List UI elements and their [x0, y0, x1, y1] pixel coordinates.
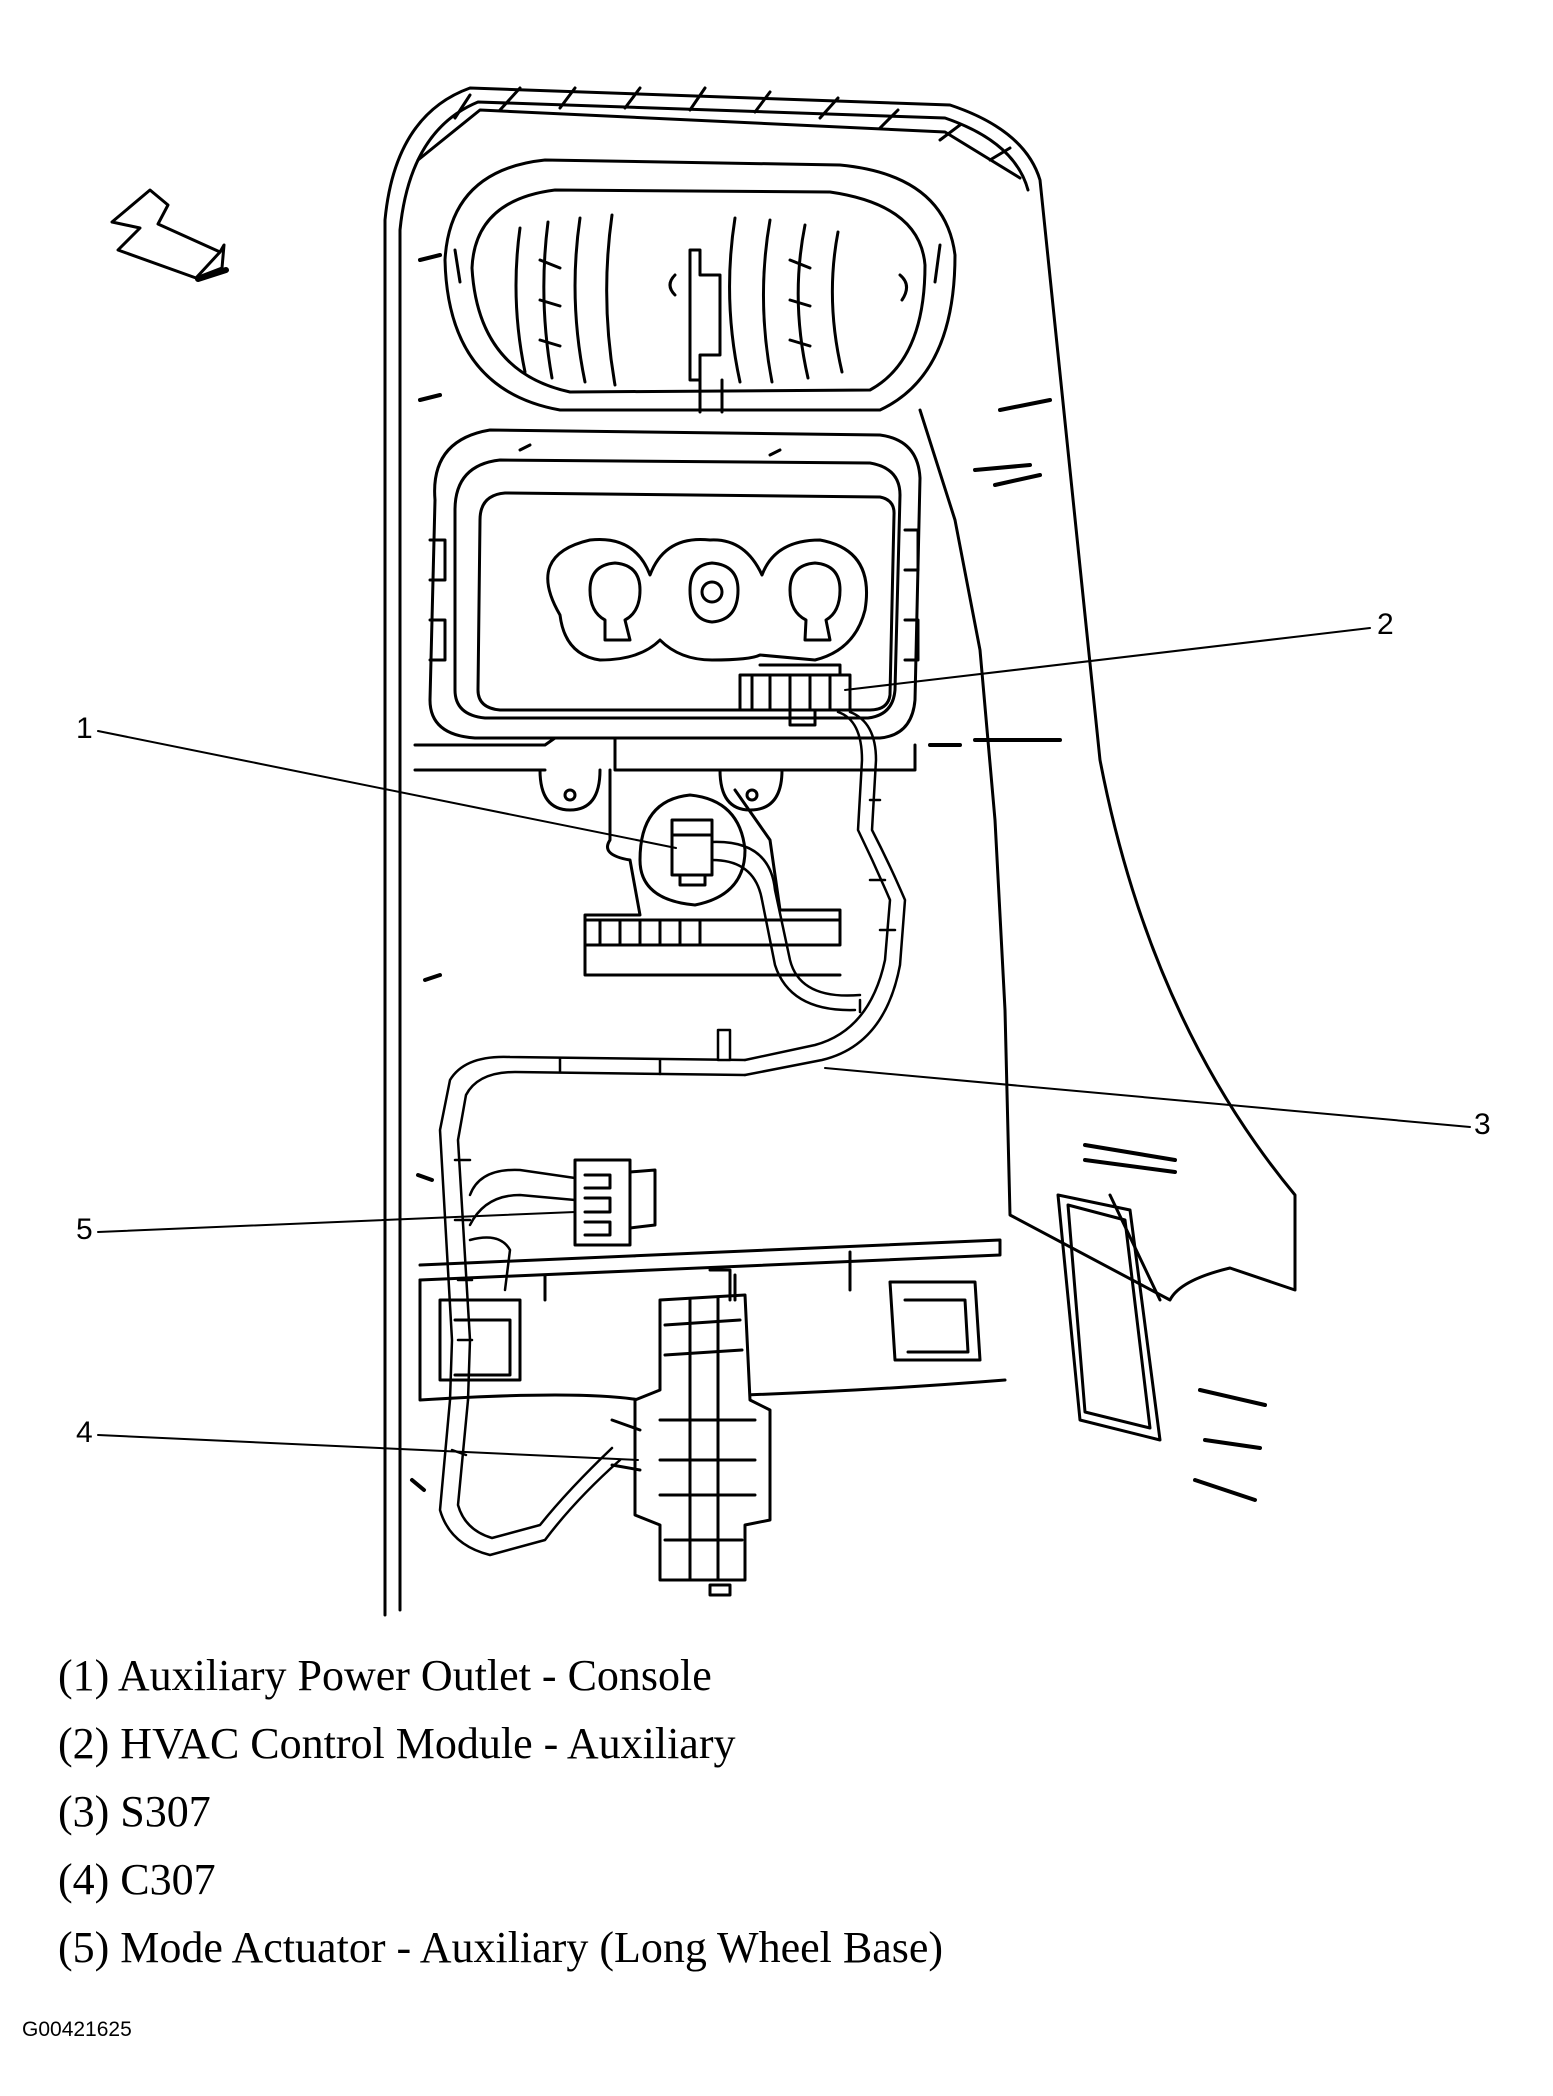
console-floor-panel	[418, 1193, 1162, 1442]
actuator-branch	[468, 1168, 577, 1292]
leader-line-5	[97, 1211, 576, 1233]
callout-1: 1	[76, 712, 93, 745]
trim-marks	[410, 253, 1267, 1502]
figure-id: G00421625	[22, 2018, 132, 2041]
upper-vent-bezel	[443, 86, 1012, 412]
hvac-module-connector	[738, 663, 852, 727]
leader-line-1	[97, 730, 677, 849]
parts-legend: (1) Auxiliary Power Outlet - Console (2)…	[58, 1642, 1498, 1982]
console-outer-shell	[383, 86, 1297, 1617]
leader-lines	[97, 627, 1471, 1461]
leader-line-2	[844, 627, 1371, 691]
legend-item-2: (2) HVAC Control Module - Auxiliary	[58, 1719, 736, 1768]
callout-3: 3	[1474, 1108, 1491, 1141]
callout-2: 2	[1377, 608, 1394, 641]
lower-bracket	[413, 736, 917, 977]
auxiliary-control-panel	[428, 428, 922, 740]
power-outlet	[638, 793, 747, 907]
legend-item-1: (1) Auxiliary Power Outlet - Console	[58, 1651, 712, 1700]
vent-louvers	[514, 213, 908, 414]
leader-line-3	[824, 1067, 1471, 1128]
callout-4: 4	[76, 1416, 93, 1449]
front-direction-arrow-icon	[110, 188, 229, 282]
leader-line-4	[97, 1434, 639, 1461]
callout-5: 5	[76, 1213, 93, 1246]
wiring-harness	[438, 710, 907, 1557]
legend-item-4: (4) C307	[58, 1855, 216, 1904]
console-line-drawing	[97, 86, 1471, 1617]
mode-actuator	[573, 1158, 657, 1247]
c307-connector-block	[610, 1268, 772, 1597]
legend-item-5: (5) Mode Actuator - Auxiliary (Long Whee…	[58, 1923, 944, 1972]
legend-item-3: (3) S307	[58, 1787, 211, 1836]
